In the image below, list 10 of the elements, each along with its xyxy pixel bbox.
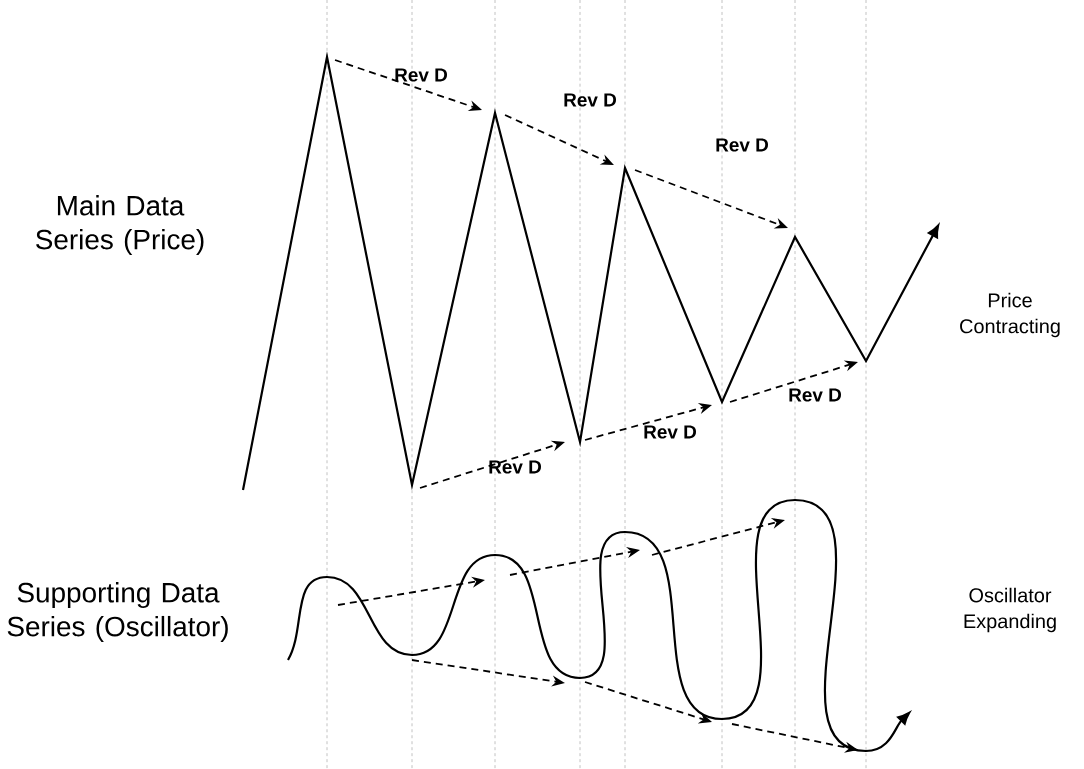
trend-label: Oscillator Expanding	[964, 587, 1056, 633]
line-label: Rev D	[644, 425, 696, 439]
line-label: Rev D	[564, 93, 616, 107]
series-label: Main Data Series (Price)	[36, 195, 204, 255]
line-label: Rev D	[789, 388, 841, 402]
line-label: Rev D	[716, 138, 768, 152]
line-label: Rev D	[395, 68, 447, 82]
line-label: Rev D	[489, 460, 541, 474]
series-label: Supporting Data Series (Oscillator)	[7, 582, 228, 642]
trend-label: Price Contracting	[960, 292, 1060, 338]
